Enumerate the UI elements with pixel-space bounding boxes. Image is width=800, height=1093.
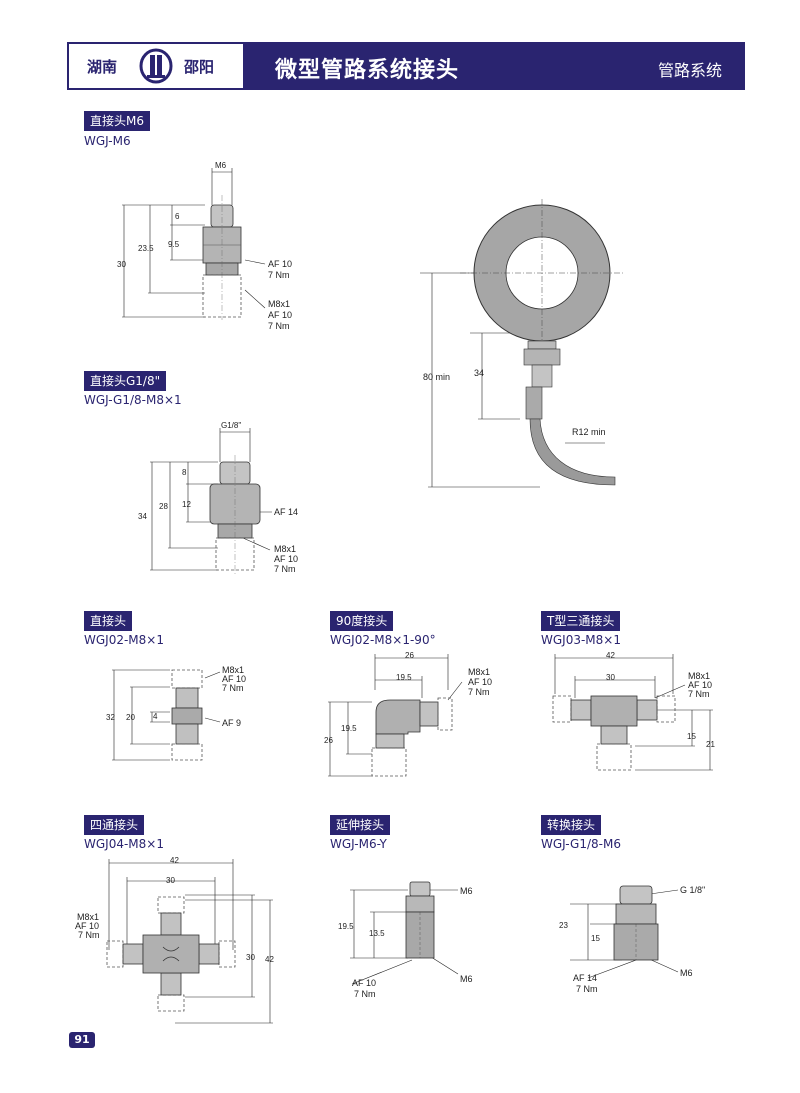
dim-gauge-80: 80 min [423, 372, 451, 382]
page-title: 微型管路系统接头 [275, 58, 460, 83]
dim-g18-8: 8 [182, 468, 187, 477]
fitting-tee-drawing [552, 654, 713, 771]
section-code-conv: WGJ-G1/8-M6 [541, 837, 621, 851]
dim-cross-30w: 30 [166, 876, 175, 885]
section-tag-g18: 直接头G1/8" [84, 371, 167, 391]
section-tag-tee: T型三通接头 [541, 611, 621, 631]
fitting-cross-drawing [106, 859, 273, 1024]
dim-straight-32: 32 [106, 713, 115, 722]
page-header: 湖南 邵阳 [67, 42, 745, 90]
dim-straight-thread: M8x1 [222, 665, 245, 675]
dim-tee-af: AF 10 [688, 680, 713, 690]
dim-ext-m6-a: M6 [460, 886, 473, 896]
dim-g18-af: AF 14 [274, 507, 299, 517]
category-label: 管路系统 [658, 61, 723, 80]
dim-cross-30h: 30 [246, 953, 255, 962]
dim-g18-af-b: AF 10 [274, 554, 299, 564]
section-code-m6: WGJ-M6 [84, 134, 131, 148]
dim-gauge-r12: R12 min [572, 427, 606, 437]
section-code-ext: WGJ-M6-Y [330, 837, 387, 851]
section-tag-conv: 转换接头 [541, 815, 602, 835]
dim-tee-42: 42 [606, 651, 615, 660]
dim-m6-top: M6 [215, 161, 227, 170]
dim-tee-15: 15 [687, 732, 696, 741]
dim-m6-af-b: AF 10 [268, 310, 293, 320]
dim-m6-af-a: AF 10 [268, 259, 293, 269]
section-tag-elbow: 90度接头 [330, 611, 394, 631]
dim-m6-23-5: 23.5 [138, 244, 154, 253]
dim-elbow-19-5h: 19.5 [341, 724, 357, 733]
fitting-straight-drawing [112, 669, 221, 761]
dim-cross-af: AF 10 [75, 921, 100, 931]
dim-conv-m6: M6 [680, 968, 693, 978]
dim-straight-20: 20 [126, 713, 135, 722]
dim-conv-23: 23 [559, 921, 568, 930]
logo-left-text: 湖南 [87, 58, 118, 76]
dim-g18-34: 34 [138, 512, 147, 521]
section-tag-cross: 四通接头 [84, 815, 145, 835]
dim-conv-g18: G 1/8" [680, 885, 706, 895]
fitting-g18-drawing [150, 428, 272, 575]
dim-straight-4: 4 [153, 712, 158, 721]
dim-g18-28: 28 [159, 502, 168, 511]
dim-elbow-af: AF 10 [468, 677, 493, 687]
dim-conv-nm: 7 Nm [576, 984, 598, 994]
dim-conv-af: AF 14 [573, 973, 598, 983]
dim-tee-30: 30 [606, 673, 615, 682]
dim-elbow-26h: 26 [324, 736, 333, 745]
dim-g18-12: 12 [182, 500, 191, 509]
dim-ext-nm: 7 Nm [354, 989, 376, 999]
fitting-m6-drawing [122, 168, 266, 320]
dim-cross-nm: 7 Nm [78, 930, 100, 940]
section-tag-straight: 直接头 [84, 611, 133, 631]
dim-gauge-34: 34 [474, 368, 485, 378]
dim-elbow-nm: 7 Nm [468, 687, 490, 697]
dim-tee-thread: M8x1 [688, 671, 711, 681]
dim-m6-9-5: 9.5 [168, 240, 180, 249]
section-code-straight: WGJ02-M8×1 [84, 633, 164, 647]
dim-g18-top: G1/8" [221, 421, 242, 430]
dim-g18-nm-b: 7 Nm [274, 564, 296, 574]
dim-straight-af-b: AF 9 [222, 718, 242, 728]
dim-ext-13-5: 13.5 [369, 929, 385, 938]
dim-m6-30: 30 [117, 260, 126, 269]
page-number: 91 [69, 1032, 95, 1048]
dim-m6-thread: M8x1 [268, 299, 291, 309]
section-code-cross: WGJ04-M8×1 [84, 837, 164, 851]
dim-tee-21: 21 [706, 740, 715, 749]
section-code-elbow: WGJ02-M8×1-90° [330, 633, 436, 647]
header-band [243, 44, 743, 88]
dim-conv-15: 15 [591, 934, 600, 943]
dim-ext-19-5: 19.5 [338, 922, 354, 931]
gauge-installation-drawing [420, 199, 625, 488]
dim-m6-6: 6 [175, 212, 180, 221]
dim-straight-af-a: AF 10 [222, 674, 247, 684]
dim-straight-nm-a: 7 Nm [222, 683, 244, 693]
fitting-ext-drawing [350, 881, 459, 985]
dim-g18-thread: M8x1 [274, 544, 297, 554]
dim-elbow-thread: M8x1 [468, 667, 491, 677]
dim-elbow-26w: 26 [405, 651, 414, 660]
section-code-g18: WGJ-G1/8-M8×1 [84, 393, 182, 407]
company-logo-icon [139, 48, 173, 84]
section-tag-m6: 直接头M6 [84, 111, 150, 131]
dim-cross-42h: 42 [265, 955, 274, 964]
dim-cross-thread: M8x1 [77, 912, 100, 922]
dim-tee-nm: 7 Nm [688, 689, 710, 699]
section-code-tee: WGJ03-M8×1 [541, 633, 621, 647]
fitting-elbow-drawing [328, 654, 463, 777]
logo-box: 湖南 邵阳 [69, 44, 245, 88]
dim-m6-nm-b: 7 Nm [268, 321, 290, 331]
logo-right-text: 邵阳 [184, 58, 215, 76]
dim-m6-nm-a: 7 Nm [268, 270, 290, 280]
dim-elbow-19-5w: 19.5 [396, 673, 412, 682]
dim-ext-af: AF 10 [352, 978, 377, 988]
dim-cross-42w: 42 [170, 856, 179, 865]
section-tag-ext: 延伸接头 [330, 815, 391, 835]
fitting-conv-drawing [570, 885, 679, 979]
dim-ext-m6-b: M6 [460, 974, 473, 984]
